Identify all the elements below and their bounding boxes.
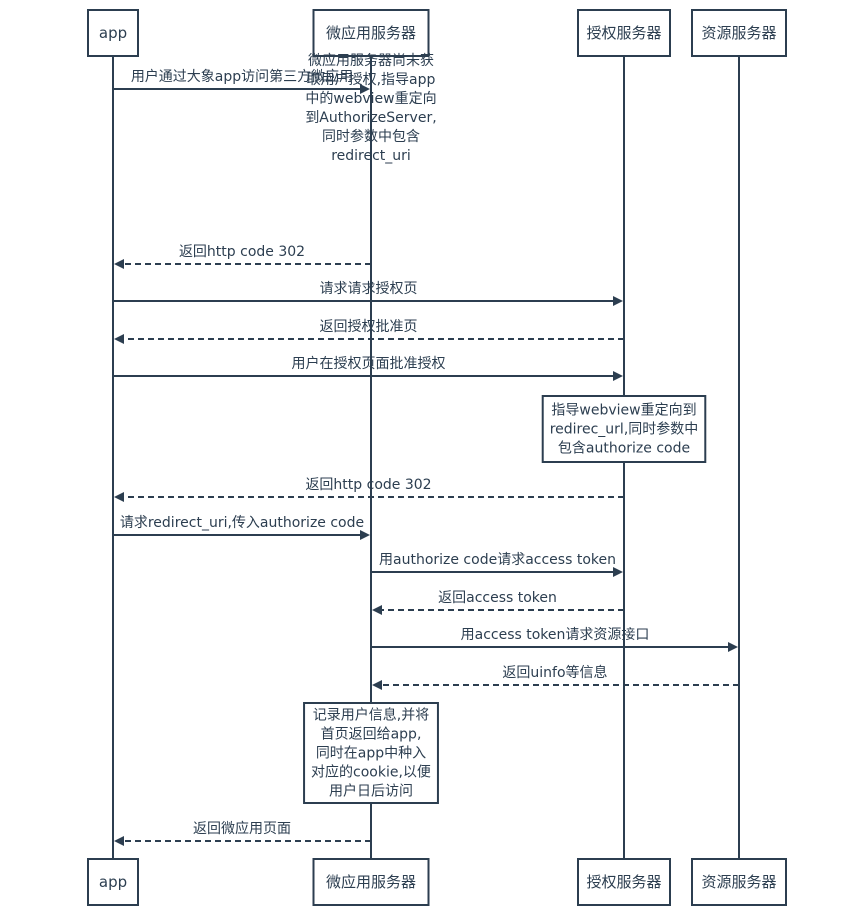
actor-box-res-bottom: 资源服务器 bbox=[691, 858, 787, 906]
message-15: 返回微应用页面 bbox=[114, 820, 371, 846]
arrowhead bbox=[114, 334, 124, 344]
actor-box-micro-top: 微应用服务器 bbox=[312, 9, 430, 57]
note-line: 微应用服务器尚未获 bbox=[308, 52, 434, 69]
message-9: 请求redirect_uri,传入authorize code bbox=[113, 515, 370, 540]
message-label: 返回http code 302 bbox=[305, 477, 431, 493]
message-8: 返回http code 302 bbox=[114, 477, 624, 502]
note-line: 同时参数中包含 bbox=[322, 128, 420, 145]
arrowhead bbox=[613, 567, 623, 577]
actor-box-rect bbox=[691, 9, 787, 57]
actor-box-rect bbox=[312, 858, 430, 906]
actor-box-res-top: 资源服务器 bbox=[691, 9, 787, 57]
note-line: 同时在app中种入 bbox=[316, 746, 426, 762]
actor-box-auth-top: 授权服务器 bbox=[577, 9, 671, 57]
note-line: 取用户授权,指导app bbox=[307, 71, 436, 88]
note-line: 中的webview重定向 bbox=[305, 91, 436, 107]
actor-box-rect bbox=[87, 858, 139, 906]
note-line: redirec_url,同时参数中 bbox=[550, 421, 699, 438]
message-3: 返回http code 302 bbox=[114, 244, 371, 269]
note-line: 记录用户信息,并将 bbox=[313, 707, 429, 724]
arrowhead bbox=[372, 605, 382, 615]
arrowhead bbox=[613, 371, 623, 381]
note-line: 用户日后访问 bbox=[329, 783, 413, 800]
note-line: 首页返回给app, bbox=[321, 727, 422, 743]
note-line: 对应的cookie,以便 bbox=[311, 764, 431, 781]
message-1: 用户通过大象app访问第三方微应用 bbox=[113, 68, 370, 94]
message-label: 返回http code 302 bbox=[179, 244, 305, 260]
message-13: 返回uinfo等信息 bbox=[372, 664, 739, 690]
actor-box-auth-bottom: 授权服务器 bbox=[577, 858, 671, 906]
actor-box-micro-bottom: 微应用服务器 bbox=[312, 858, 430, 906]
note-7: 指导webview重定向到 redirec_url,同时参数中包含authoriz… bbox=[541, 395, 707, 463]
message-6: 用户在授权页面批准授权 bbox=[113, 355, 623, 381]
note-line: 指导webview重定向到 bbox=[551, 403, 696, 419]
actor-label: app bbox=[99, 873, 127, 891]
arrowhead bbox=[114, 492, 124, 502]
message-11: 返回access token bbox=[372, 590, 624, 615]
message-label: 用户通过大象app访问第三方微应用 bbox=[131, 68, 353, 85]
message-label: 用access token请求资源接口 bbox=[461, 626, 650, 643]
message-label: 请求请求授权页 bbox=[320, 281, 418, 297]
message-label: 用authorize code请求access token bbox=[379, 552, 616, 568]
arrowhead bbox=[114, 259, 124, 269]
actor-label: app bbox=[99, 24, 127, 42]
note-line: 到AuthorizeServer, bbox=[305, 110, 436, 126]
message-12: 用access token请求资源接口 bbox=[371, 626, 738, 652]
message-label: 返回微应用页面 bbox=[193, 820, 291, 837]
arrowhead bbox=[360, 530, 370, 540]
actor-label: 资源服务器 bbox=[701, 873, 776, 891]
actor-box-rect bbox=[312, 9, 430, 57]
message-label: 返回授权批准页 bbox=[320, 319, 418, 335]
message-label: 用户在授权页面批准授权 bbox=[292, 355, 446, 372]
actor-label: 授权服务器 bbox=[586, 873, 661, 891]
message-10: 用authorize code请求access token bbox=[371, 552, 623, 577]
actor-box-rect bbox=[577, 858, 671, 906]
arrowhead bbox=[613, 296, 623, 306]
arrowhead bbox=[372, 680, 382, 690]
message-5: 返回授权批准页 bbox=[114, 319, 624, 344]
message-4: 请求请求授权页 bbox=[113, 281, 623, 306]
note-box bbox=[541, 395, 707, 463]
actor-label: 微应用服务器 bbox=[326, 24, 416, 42]
actor-label: 微应用服务器 bbox=[326, 873, 416, 891]
actor-footer-row: app 微应用服务器 授权服务器 资源服务器 bbox=[87, 858, 787, 906]
note-line: redirect_uri bbox=[331, 148, 411, 164]
message-label: 返回uinfo等信息 bbox=[502, 664, 607, 681]
note-line: 包含authorize code bbox=[558, 441, 690, 457]
arrowhead bbox=[114, 836, 124, 846]
arrowhead bbox=[360, 84, 370, 94]
message-label: 返回access token bbox=[438, 590, 557, 606]
actor-box-app-top: app bbox=[87, 9, 139, 57]
actor-label: 授权服务器 bbox=[586, 24, 661, 42]
note-box bbox=[303, 702, 439, 804]
arrowhead bbox=[728, 642, 738, 652]
actor-label: 资源服务器 bbox=[701, 24, 776, 42]
actor-box-rect bbox=[87, 9, 139, 57]
actor-box-rect bbox=[691, 858, 787, 906]
message-label: 请求redirect_uri,传入authorize code bbox=[120, 515, 364, 531]
actor-box-app-bottom: app bbox=[87, 858, 139, 906]
actor-box-rect bbox=[577, 9, 671, 57]
actor-header-row: app 微应用服务器 授权服务器 资源服务器 bbox=[87, 9, 787, 57]
